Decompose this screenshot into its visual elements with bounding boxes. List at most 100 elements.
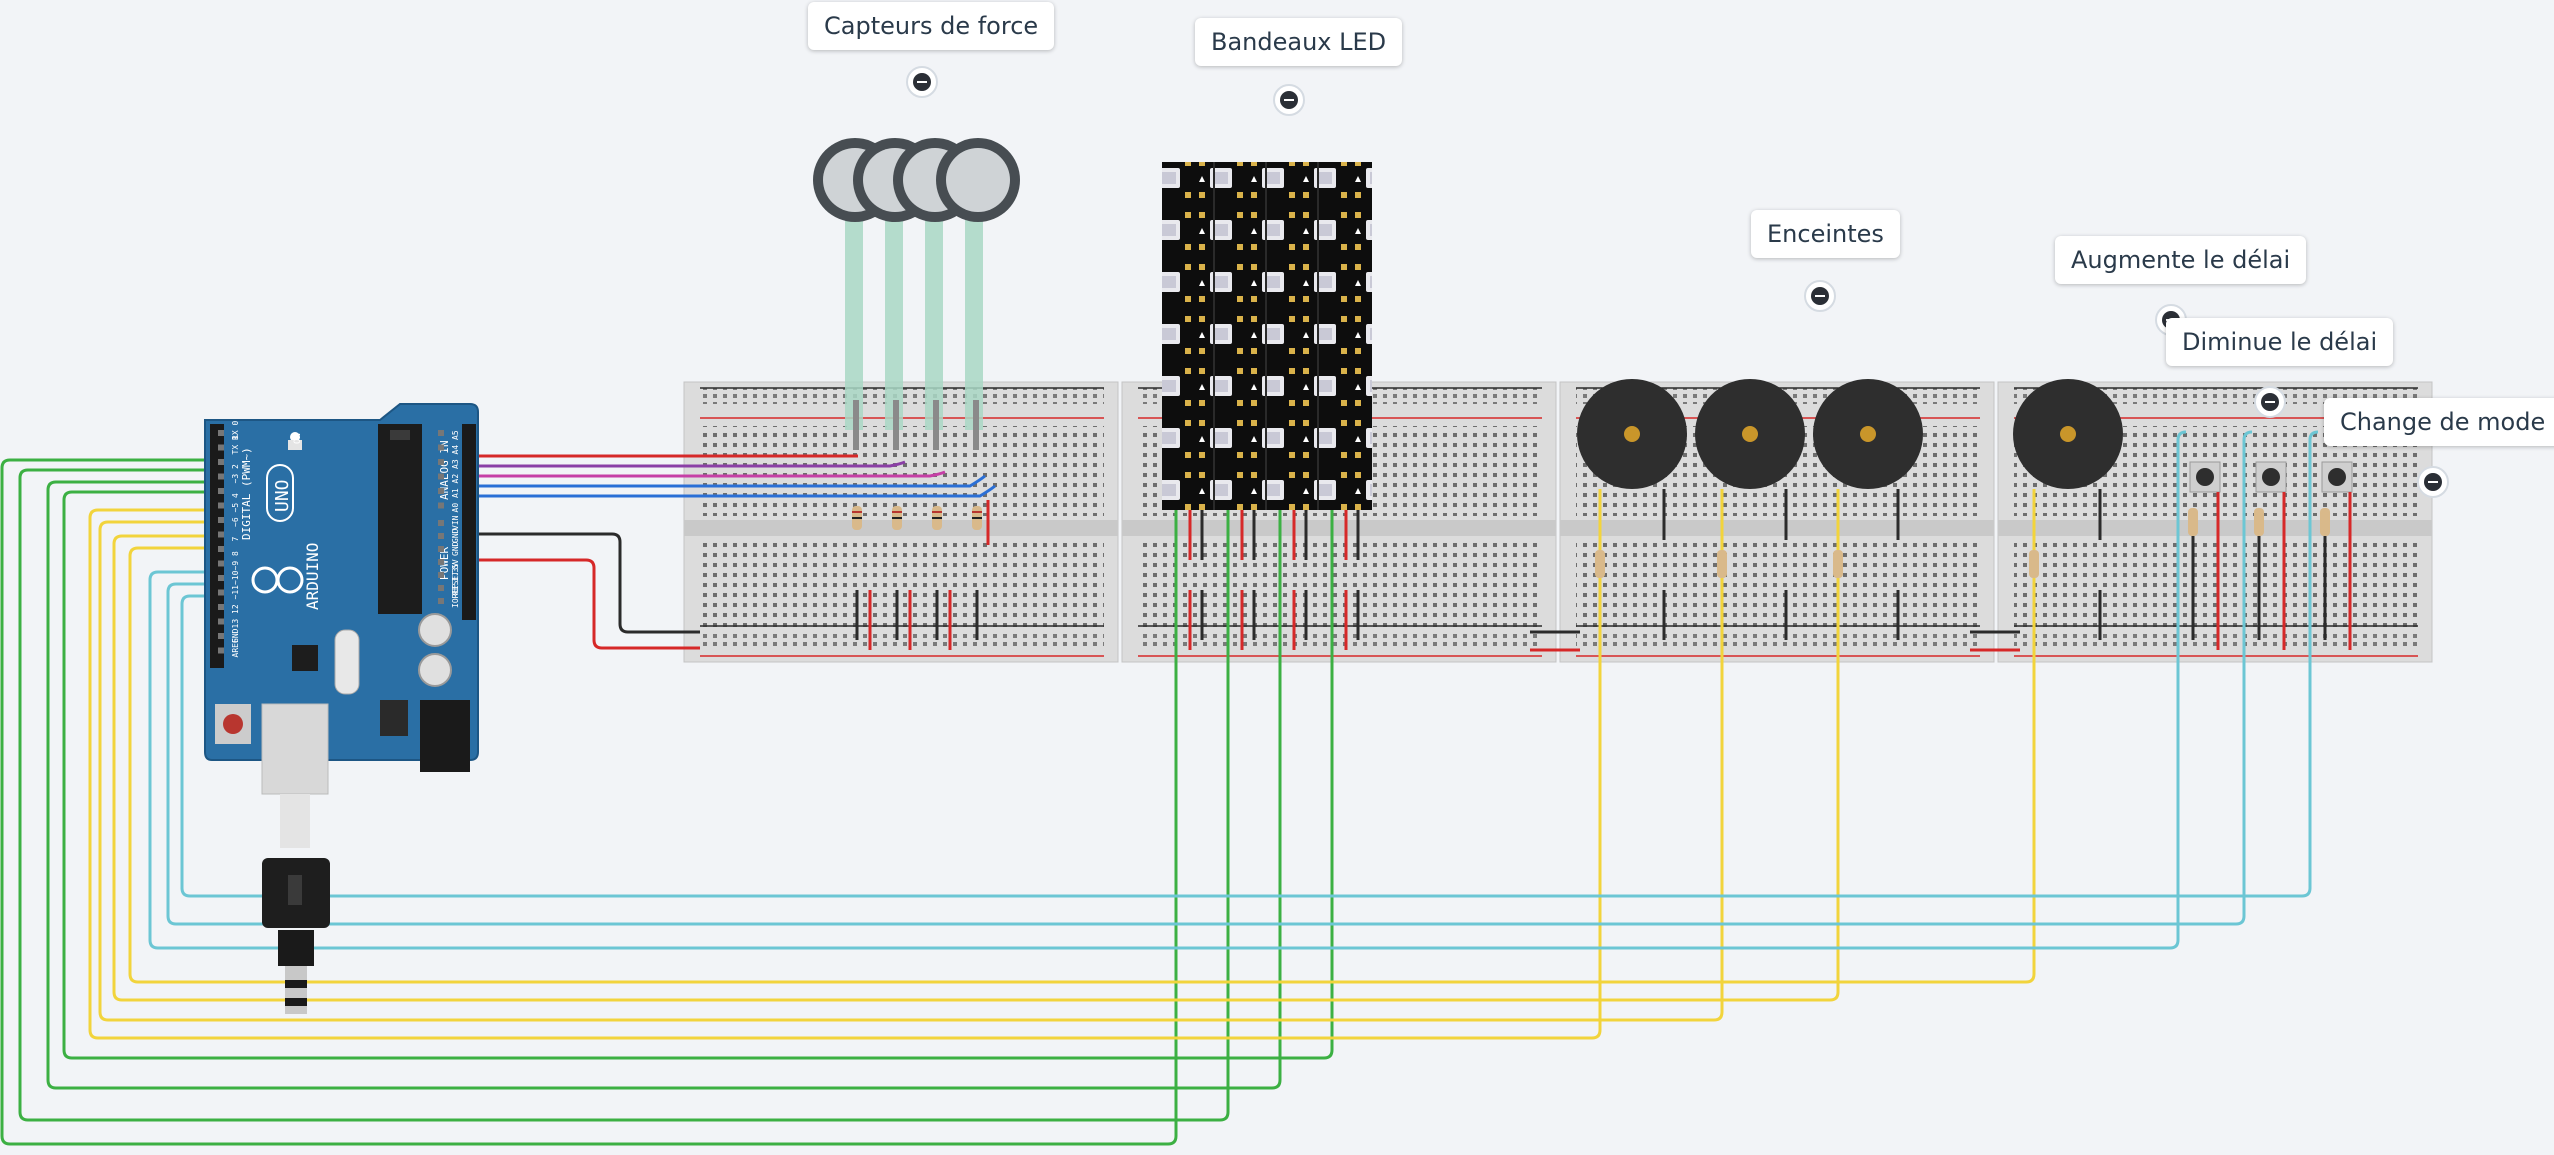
arduino-on-label: ON bbox=[293, 433, 303, 444]
analog-pin[interactable] bbox=[438, 473, 444, 480]
digital-pin-label: ~6 bbox=[231, 517, 240, 527]
digital-pin-label: AREF bbox=[231, 638, 240, 657]
digital-pin-label: ~5 bbox=[231, 503, 240, 513]
power-pin-label: 5V bbox=[451, 559, 460, 569]
button-change-mode bbox=[2320, 461, 2353, 650]
power-pin[interactable] bbox=[438, 585, 444, 591]
analog-pin-label: A5 bbox=[451, 430, 460, 440]
minus-circle-icon[interactable] bbox=[1804, 280, 1836, 312]
digital-pin[interactable] bbox=[218, 618, 224, 625]
digital-pin[interactable] bbox=[218, 531, 224, 538]
callout-decrease-delay[interactable]: Diminue le délai bbox=[2166, 318, 2394, 366]
led-strips[interactable] bbox=[1162, 162, 1372, 650]
callout-speakers[interactable]: Enceintes bbox=[1751, 210, 1900, 258]
digital-pin[interactable] bbox=[218, 502, 224, 509]
analog-pin[interactable] bbox=[438, 459, 444, 465]
digital-pin-label: 8 bbox=[231, 551, 240, 556]
arduino-model-label: UNO bbox=[272, 479, 293, 512]
power-pin-label: GND bbox=[451, 528, 460, 543]
arduino-uno[interactable] bbox=[204, 403, 479, 1014]
digital-pin[interactable] bbox=[218, 589, 224, 596]
callout-force-sensors[interactable]: Capteurs de force bbox=[808, 2, 1055, 50]
digital-pin[interactable] bbox=[218, 575, 224, 581]
wires-analog[interactable] bbox=[470, 454, 996, 498]
arduino-logo bbox=[251, 566, 304, 594]
digital-pin[interactable] bbox=[218, 633, 224, 639]
arduino-brand-label: ARDUINO bbox=[303, 543, 322, 610]
digital-pin-label: ~10 bbox=[231, 570, 240, 585]
digital-pin[interactable] bbox=[218, 430, 224, 436]
analog-pin[interactable] bbox=[438, 430, 444, 436]
digital-pin-label: TX 1 bbox=[231, 435, 240, 454]
digital-pin[interactable] bbox=[218, 517, 224, 523]
wires-green[interactable] bbox=[0, 458, 1334, 1146]
power-pin-label: GND bbox=[451, 541, 460, 556]
rail-jumpers bbox=[1530, 630, 2020, 652]
digital-pin[interactable] bbox=[218, 647, 224, 654]
digital-pin[interactable] bbox=[218, 459, 224, 465]
push-buttons[interactable] bbox=[2188, 461, 2353, 650]
force-sensors[interactable] bbox=[813, 138, 1020, 450]
power-pin[interactable] bbox=[438, 546, 444, 552]
speakers[interactable] bbox=[1577, 379, 2123, 640]
wires-cyan[interactable] bbox=[148, 430, 2319, 950]
button-increase-delay bbox=[2188, 461, 2221, 650]
speaker-4 bbox=[2013, 379, 2123, 560]
digital-pin[interactable] bbox=[218, 546, 224, 552]
minus-circle-icon[interactable] bbox=[1273, 84, 1305, 116]
wires-yellow[interactable] bbox=[88, 508, 2036, 1040]
force-sensor-4 bbox=[936, 138, 1020, 450]
analog-pin-label: A4 bbox=[451, 445, 460, 455]
minus-circle-icon[interactable] bbox=[906, 66, 938, 98]
digital-pin[interactable] bbox=[218, 444, 224, 451]
arduino-analog-label: ANALOG IN bbox=[438, 440, 451, 500]
digital-pin-label: 2 bbox=[231, 464, 240, 469]
digital-pin[interactable] bbox=[218, 473, 224, 480]
digital-pin-label: ~9 bbox=[231, 561, 240, 571]
analog-pin[interactable] bbox=[438, 488, 444, 494]
digital-pin[interactable] bbox=[218, 488, 224, 494]
wires-power[interactable] bbox=[470, 532, 700, 650]
arduino-power-label: POWER bbox=[438, 547, 451, 580]
analog-pin[interactable] bbox=[438, 502, 444, 509]
digital-pin-label: RX 0 bbox=[231, 421, 240, 440]
digital-pin-label: 12 bbox=[231, 604, 240, 614]
analog-pin-label: A1 bbox=[451, 488, 460, 498]
analog-pin-label: A0 bbox=[451, 503, 460, 513]
analog-pin-label: A3 bbox=[451, 459, 460, 469]
callout-change-mode[interactable]: Change de mode bbox=[2324, 398, 2554, 446]
digital-pin-label: ~3 bbox=[231, 474, 240, 484]
power-pin[interactable] bbox=[438, 520, 444, 526]
digital-pin-label: ~11 bbox=[231, 585, 240, 600]
callout-increase-delay[interactable]: Augmente le délai bbox=[2055, 236, 2307, 284]
digital-pin-label: GND bbox=[231, 628, 240, 643]
digital-pin[interactable] bbox=[218, 604, 224, 610]
analog-pin-label: A2 bbox=[451, 474, 460, 484]
callout-led-strips[interactable]: Bandeaux LED bbox=[1195, 18, 1403, 66]
power-pin-label: IOREF bbox=[451, 584, 460, 608]
digital-pin[interactable] bbox=[218, 560, 224, 567]
minus-circle-icon[interactable] bbox=[2254, 386, 2286, 418]
speaker-3 bbox=[1813, 379, 1923, 560]
button-decrease-delay bbox=[2254, 461, 2287, 650]
power-pin-label: VIN bbox=[451, 515, 460, 530]
power-pin[interactable] bbox=[438, 598, 444, 604]
arduino-digital-label: DIGITAL (PWM~) bbox=[240, 447, 253, 540]
minus-circle-icon[interactable] bbox=[2417, 466, 2449, 498]
power-pin-label: RESET bbox=[451, 571, 460, 595]
speaker-2 bbox=[1695, 379, 1805, 560]
force-resistors bbox=[852, 500, 990, 650]
speaker-1 bbox=[1577, 379, 1687, 560]
power-pin[interactable] bbox=[438, 572, 444, 578]
power-pin[interactable] bbox=[438, 533, 444, 539]
digital-pin-label: 13 bbox=[231, 619, 240, 629]
digital-pin-label: 4 bbox=[231, 493, 240, 498]
power-pin-label: 3.3V bbox=[451, 563, 460, 582]
analog-pin[interactable] bbox=[438, 444, 444, 451]
power-pin[interactable] bbox=[438, 559, 444, 565]
digital-pin-label: 7 bbox=[231, 537, 240, 542]
